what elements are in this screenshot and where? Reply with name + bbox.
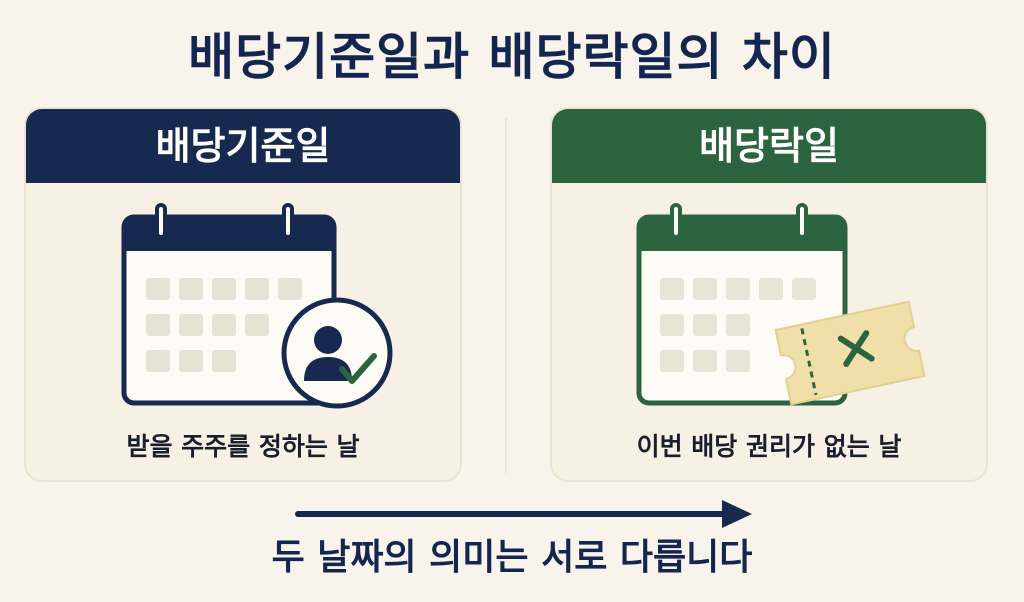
- bottom-summary: 두 날짜의 의미는 서로 다릅니다: [271, 537, 753, 578]
- page-title: 배당기준일과 배당락일의 차이: [188, 28, 836, 86]
- right-arrow-icon: [295, 500, 752, 528]
- record-date-card: 배당기준일 받을 주주를 정하는 날: [24, 107, 462, 482]
- record-date-caption: 받을 주주를 정하는 날: [126, 432, 360, 461]
- ex-dividend-header: 배당락일: [552, 109, 986, 183]
- ex-dividend-illustration: [636, 203, 926, 406]
- record-date-illustration: [121, 203, 393, 409]
- center-divider: [505, 118, 507, 473]
- ticket-x-icon: [774, 300, 926, 406]
- ex-dividend-card: 배당락일 이번 배당 권리가 없는 날: [550, 107, 988, 482]
- person-check-icon: [281, 297, 393, 409]
- calendar-icon: [121, 203, 337, 406]
- record-date-header: 배당기준일: [26, 109, 460, 183]
- ex-dividend-caption: 이번 배당 권리가 없는 날: [636, 432, 902, 461]
